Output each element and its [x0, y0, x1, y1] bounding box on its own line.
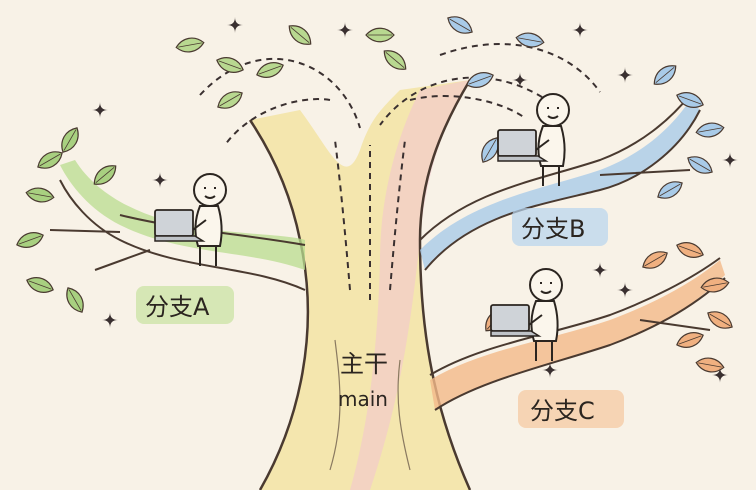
- sparkle-icon: [617, 282, 633, 298]
- leaf: [707, 311, 733, 329]
- branch-c-label: 分支C: [518, 390, 624, 428]
- figure-branch-a: [185, 173, 227, 266]
- merge-arrows: [199, 43, 601, 300]
- leaf: [687, 156, 713, 174]
- leaf: [481, 137, 499, 163]
- leaf: [676, 242, 704, 258]
- leaf: [695, 122, 725, 138]
- arrow-trunk-up-2: [334, 139, 351, 291]
- trunk: [248, 79, 472, 490]
- trunk-subtitle: main: [338, 387, 388, 411]
- figures: [154, 93, 570, 361]
- branch-c-text: 分支C: [530, 397, 595, 425]
- leaf: [365, 27, 395, 43]
- arrow-main-to-a: [224, 98, 331, 146]
- leaf: [61, 127, 79, 153]
- leaf: [642, 251, 668, 269]
- sparkle-icon: [592, 262, 608, 278]
- leaf: [217, 91, 243, 109]
- laptop-icon: [490, 304, 542, 337]
- sparkle-icon: [722, 152, 738, 168]
- leaf: [657, 181, 683, 199]
- branch-b-text: 分支B: [521, 215, 585, 243]
- branch-a-text: 分支A: [145, 293, 210, 321]
- arrow-to-b-tip: [439, 43, 601, 93]
- sparkle-icon: [152, 172, 168, 188]
- arrow-trunk-up-3: [389, 139, 406, 291]
- leaf: [466, 72, 494, 88]
- leaf: [288, 25, 312, 45]
- sparkle-icon: [512, 72, 528, 88]
- leaf: [676, 92, 704, 108]
- trunk-title: 主干: [340, 350, 388, 378]
- arrow-main-to-b: [409, 95, 526, 119]
- leaf: [26, 277, 54, 293]
- sparkles: [92, 17, 738, 383]
- arrow-a-to-main: [199, 57, 361, 129]
- leaf: [447, 16, 473, 34]
- laptop-icon: [154, 209, 206, 242]
- leaf: [175, 37, 205, 53]
- leaf: [93, 165, 117, 185]
- leaf: [700, 277, 730, 293]
- leaf: [653, 65, 677, 85]
- leaf: [66, 287, 84, 313]
- figure-branch-c: [521, 268, 563, 361]
- sparkle-icon: [102, 312, 118, 328]
- branch-c: [429, 257, 726, 411]
- leaves: [16, 16, 733, 373]
- sparkle-icon: [337, 22, 353, 38]
- leaf: [695, 357, 725, 373]
- sparkle-icon: [572, 22, 588, 38]
- laptop-icon: [497, 129, 549, 162]
- leaf: [383, 50, 407, 70]
- leaf: [37, 151, 63, 169]
- leaf: [16, 232, 44, 248]
- leaf: [515, 32, 545, 48]
- leaf: [256, 62, 284, 78]
- leaf: [25, 187, 55, 203]
- sparkle-icon: [617, 67, 633, 83]
- sparkle-icon: [712, 367, 728, 383]
- branch-a-label: 分支A: [136, 286, 234, 324]
- arrow-b-to-main: [379, 76, 561, 126]
- leaf: [216, 57, 244, 73]
- sparkle-icon: [92, 102, 108, 118]
- sparkle-icon: [542, 362, 558, 378]
- leaf: [676, 332, 704, 348]
- branch-b-label: 分支B: [512, 208, 608, 246]
- sparkle-icon: [227, 17, 243, 33]
